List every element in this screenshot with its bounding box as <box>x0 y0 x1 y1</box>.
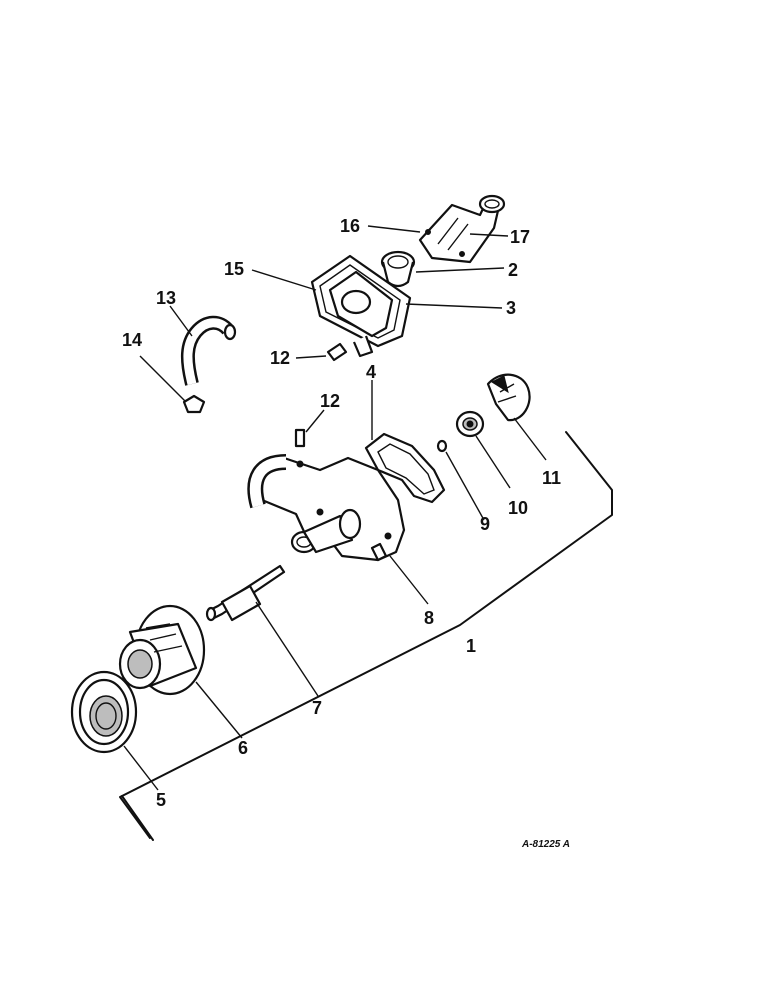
callout-10: 10 <box>508 498 528 518</box>
callout-2: 2 <box>508 260 518 280</box>
callout-5: 5 <box>156 790 166 810</box>
callout-4: 4 <box>366 362 376 382</box>
callout-7: 7 <box>312 698 322 718</box>
thermostat-body <box>328 270 394 358</box>
pump-shaft <box>205 564 286 622</box>
pump-gasket <box>364 432 446 504</box>
callout-labels: 16 17 2 3 15 12 13 14 4 12 9 10 11 8 1 7… <box>122 216 570 850</box>
callout-6: 6 <box>238 738 248 758</box>
retaining-ring <box>436 439 448 453</box>
thermostat <box>380 250 416 288</box>
callout-12-lower: 12 <box>320 391 340 411</box>
callout-16: 16 <box>340 216 360 236</box>
callout-11: 11 <box>542 468 561 488</box>
impeller <box>486 373 531 422</box>
dowel-pin-upper <box>326 342 348 362</box>
callout-3: 3 <box>506 298 516 318</box>
water-pump-body <box>247 454 406 562</box>
pump-seal <box>455 410 485 438</box>
callout-13: 13 <box>156 288 176 308</box>
callout-12-upper: 12 <box>270 348 290 368</box>
callout-8: 8 <box>424 608 434 628</box>
callout-1: 1 <box>466 636 476 656</box>
callout-17: 17 <box>510 227 530 247</box>
fan-hub-pulley <box>118 604 206 696</box>
fan-pulley <box>70 670 138 754</box>
leader-lines <box>123 225 547 791</box>
thermostat-housing <box>418 194 506 264</box>
callout-9: 9 <box>480 514 490 534</box>
assembly-bracket <box>119 431 613 841</box>
callout-14: 14 <box>122 330 142 350</box>
drawing-code: A-81225 A <box>521 839 570 850</box>
hose-clamp <box>182 394 206 414</box>
callout-15: 15 <box>224 259 244 279</box>
dowel-pin-lower <box>294 428 306 448</box>
bypass-hose <box>180 315 237 386</box>
